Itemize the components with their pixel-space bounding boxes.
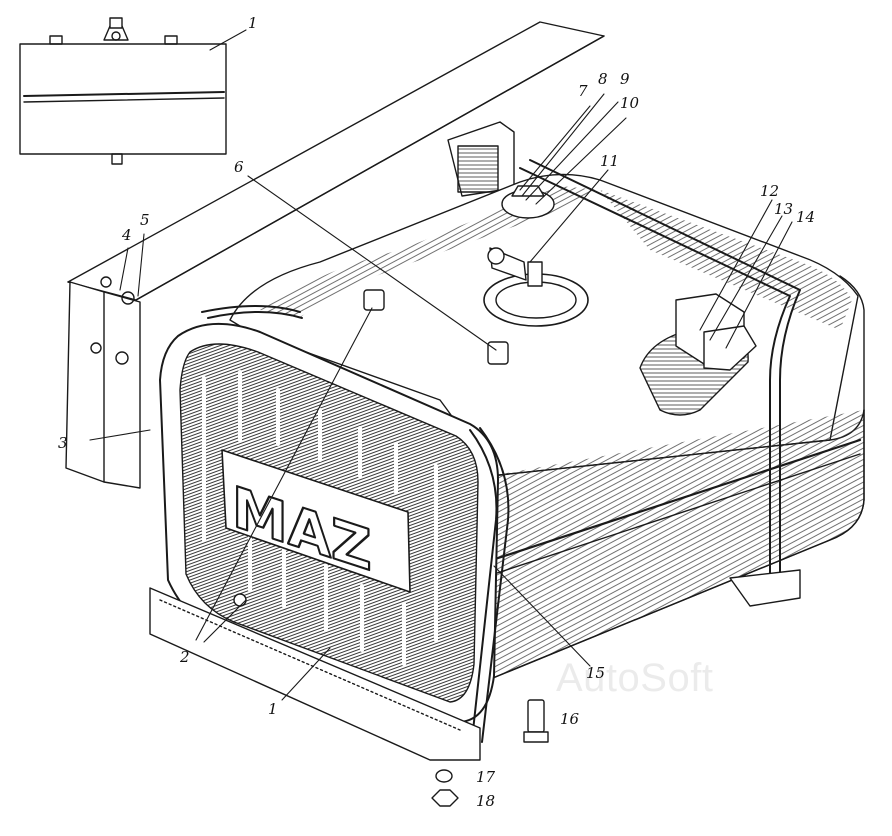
leader-lines	[89, 29, 793, 701]
callout-14: 14	[796, 208, 816, 226]
callout-11: 11	[600, 152, 620, 170]
tank-front-face: MAZ	[159, 323, 499, 723]
callout-6: 6	[234, 158, 244, 176]
callout-7: 7	[578, 82, 588, 100]
tank-straps	[201, 159, 801, 743]
callout-9: 9	[620, 70, 630, 88]
callout-15: 15	[586, 664, 606, 682]
callout-1-inset: 1	[248, 14, 258, 32]
support-beam	[149, 569, 801, 761]
callout-5: 5	[140, 211, 150, 229]
callout-17: 17	[476, 768, 496, 786]
callout-1-tank: 1	[268, 700, 278, 718]
callout-8: 8	[598, 70, 608, 88]
callout-10: 10	[620, 94, 640, 112]
rear-bracket	[447, 121, 515, 197]
callout-18: 18	[476, 792, 496, 810]
inset-tank-view	[19, 17, 227, 165]
callout-2: 2	[180, 648, 190, 666]
callout-12: 12	[760, 182, 780, 200]
callout-13: 13	[774, 200, 794, 218]
callout-3: 3	[58, 434, 68, 452]
frame-rail	[65, 21, 605, 489]
callout-16: 16	[560, 710, 580, 728]
callout-4: 4	[122, 226, 132, 244]
watermark: AutoSoft	[556, 656, 714, 700]
